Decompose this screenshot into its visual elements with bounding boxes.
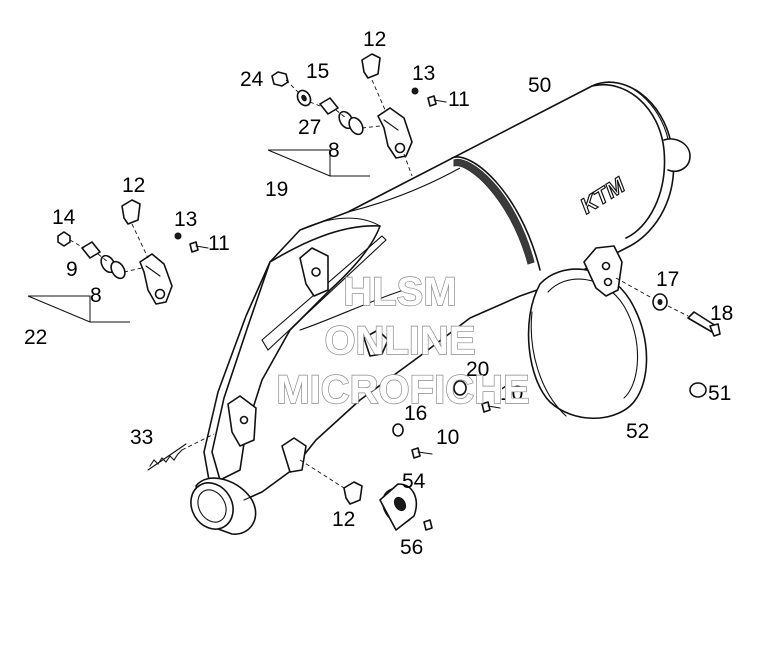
callout-8-top: 8 xyxy=(328,139,340,162)
callout-11-top: 11 xyxy=(448,88,470,111)
leader-lines xyxy=(27,149,370,323)
callout-numbers: 24 15 12 13 11 50 27 8 19 12 14 13 11 9 … xyxy=(24,28,733,559)
callout-19: 19 xyxy=(265,178,288,201)
callout-12-left: 12 xyxy=(122,174,145,197)
callout-50: 50 xyxy=(528,74,551,97)
callout-27: 27 xyxy=(298,116,321,139)
watermark-line-2: ONLINE xyxy=(324,319,475,363)
watermark-line-3: MICROFICHE xyxy=(276,368,529,412)
callout-54: 54 xyxy=(402,470,426,493)
callout-56: 56 xyxy=(400,536,423,559)
callout-13-top: 13 xyxy=(412,62,435,85)
callout-10-lower: 10 xyxy=(436,426,459,449)
watermark: HLSM ONLINE MICROFICHE xyxy=(276,269,531,412)
callout-17: 17 xyxy=(656,268,679,291)
callout-20: 20 xyxy=(466,358,489,381)
callout-12-top: 12 xyxy=(363,28,386,51)
callout-12-lower: 12 xyxy=(332,508,355,531)
callout-22: 22 xyxy=(24,326,47,349)
lower-hardware xyxy=(147,277,721,531)
callout-52: 52 xyxy=(626,420,649,443)
watermark-line-1: HLSM xyxy=(343,270,456,314)
callout-9: 9 xyxy=(66,258,78,281)
callout-18: 18 xyxy=(710,302,733,325)
callout-14: 14 xyxy=(52,206,76,229)
callout-33: 33 xyxy=(130,426,153,449)
callout-15: 15 xyxy=(306,60,329,83)
callout-8-left: 8 xyxy=(90,284,102,307)
callout-16: 16 xyxy=(404,402,427,425)
callout-11-left: 11 xyxy=(208,232,230,255)
clamp-part-52 xyxy=(527,245,648,420)
left-bracket-assembly-22 xyxy=(57,199,209,305)
callout-13-left: 13 xyxy=(174,208,197,231)
callout-51: 51 xyxy=(708,382,731,405)
callout-24: 24 xyxy=(240,68,264,91)
callout-10-right: 10 xyxy=(500,382,523,405)
silencer-body xyxy=(190,81,691,535)
upper-bracket-assembly-19 xyxy=(271,53,447,177)
